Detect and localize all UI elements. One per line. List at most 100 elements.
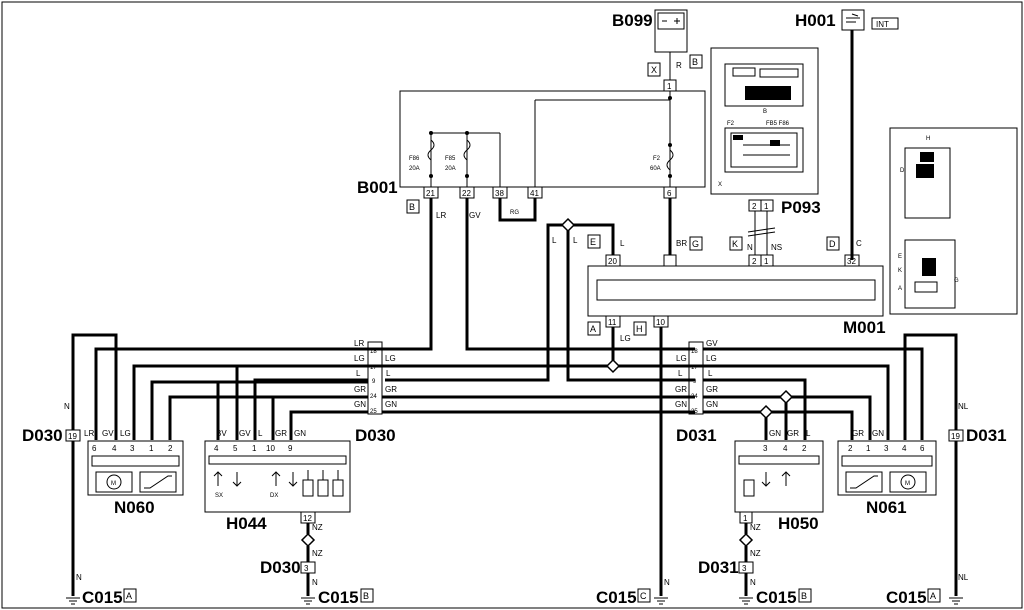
wc-lg-n060: LG (120, 429, 131, 438)
ground-icon (654, 597, 668, 605)
ref-b-left: B (363, 591, 369, 601)
d030-pin-9: 9 (372, 379, 376, 385)
wc-nz-h044b: NZ (312, 549, 323, 558)
wire-color-r: R (676, 61, 682, 70)
m001-pin-1: 1 (764, 257, 769, 266)
n061-pin-3: 3 (884, 444, 889, 453)
wc-nz-h044: NZ (312, 523, 323, 532)
ground-c015-a-right: C015 A (886, 588, 963, 607)
connector-p093: 2 1 P093 (747, 198, 821, 255)
wc-br: BR (676, 239, 687, 248)
ground-c015-b-right: C015 B (739, 588, 812, 607)
ref-a-left: A (126, 591, 132, 601)
ground-icon (66, 597, 80, 605)
wc-gr-d031r: GR (706, 385, 718, 394)
control-unit-inset: H D E K A G (889, 127, 1018, 315)
wc-n-p093: N (747, 243, 753, 252)
h044-dx: DX (270, 493, 278, 499)
d030-bottom-pin-3: 3 (304, 564, 309, 573)
wc-gn-d030l: GN (354, 400, 366, 409)
label-c015-b-left: C015 (318, 588, 359, 607)
label-m001: M001 (843, 318, 886, 337)
fuse-f85-name: F85 (445, 156, 456, 162)
ref-b-right: B (801, 591, 807, 601)
wc-lg-d030l: LG (354, 354, 365, 363)
wc-l-h050: L (806, 429, 811, 438)
h050-pin-3: 3 (763, 444, 768, 453)
wc-lg-d031r: LG (706, 354, 717, 363)
wire-l-h050 (703, 378, 807, 440)
ref-c: C (640, 591, 647, 601)
m001-pin-20: 20 (608, 257, 617, 266)
inset-f2: F2 (727, 121, 735, 127)
wc-l-3: L (573, 236, 578, 245)
wc-n-left: N (76, 573, 82, 582)
d031-pin-18: 18 (691, 349, 698, 355)
label-c015-b-right: C015 (756, 588, 797, 607)
wc-gn-d031l: GN (675, 400, 687, 409)
wc-nz-h050: NZ (750, 523, 761, 532)
wc-gv-d031r: GV (706, 339, 718, 348)
label-c015-a-right: C015 (886, 588, 927, 607)
module-m001: 20 2 1 32 11 10 M001 E G K D A H (587, 234, 886, 337)
wire-gr-n060 (168, 395, 368, 440)
wc-gn-n061: GN (872, 429, 884, 438)
h044-pin-10: 10 (266, 444, 275, 453)
splice-gr (778, 389, 794, 405)
label-d030-bottom: D030 (260, 558, 301, 577)
wc-gr-d030l: GR (354, 385, 366, 394)
potentiometer-icon (144, 475, 172, 489)
d030-pin-25: 25 (370, 409, 377, 415)
wc-l-d030l: L (356, 369, 361, 378)
h044-pin-9: 9 (288, 444, 293, 453)
p093-pin-1: 1 (764, 202, 769, 211)
fuse-f86-name: F86 (409, 156, 420, 162)
ground-icon (739, 597, 753, 605)
ref-k: K (732, 239, 738, 249)
h050-pin-1: 1 (743, 514, 748, 523)
splice-h050 (738, 532, 754, 548)
wc-bv-h044: BV (216, 429, 227, 438)
wc-n-h050: N (750, 578, 756, 587)
wc-gn-h050: GN (769, 429, 781, 438)
switch-icon (846, 13, 860, 23)
h044-pin-1: 1 (252, 444, 257, 453)
wire-color-rg: RG (510, 210, 519, 216)
wire-gr-n061 (786, 395, 872, 440)
inset-a: A (898, 286, 902, 292)
arrow-up-icon (271, 471, 281, 486)
b001-pin-41: 41 (530, 189, 539, 198)
wire-l-h044 (253, 378, 368, 440)
wc-lg-d030r: LG (385, 354, 396, 363)
switch-h050: 3 4 2 GN GR L 1 H050 (734, 429, 824, 533)
h044-pin-5: 5 (233, 444, 238, 453)
wc-n-c015c: N (664, 578, 670, 587)
label-d030-mid: D030 (355, 426, 396, 445)
d031-bottom-pin-3: 3 (742, 564, 747, 573)
wc-l-d030r: L (386, 369, 391, 378)
wc-gr-h044: GR (275, 429, 287, 438)
n061-pin-4: 4 (902, 444, 907, 453)
d031-pin-24: 24 (691, 394, 698, 400)
d030-pin-17: 17 (370, 365, 377, 371)
h050-pin-2: 2 (802, 444, 807, 453)
label-h001: H001 (795, 11, 836, 30)
wc-ns: NS (771, 243, 782, 252)
ref-d: D (829, 239, 836, 249)
wire-lr (368, 198, 433, 351)
wc-gr-n061: GR (852, 429, 864, 438)
fuse-box-b001: F86 20A F85 20A F2 60A 21 22 38 41 6 B00… (357, 90, 706, 214)
h044-pin-12: 12 (303, 514, 312, 523)
n061-pin-1: 1 (866, 444, 871, 453)
wc-lr-n060: LR (84, 429, 94, 438)
ground-c015-b-left: C015 B (301, 588, 374, 607)
m001-pin-10: 10 (656, 318, 665, 327)
svg-text:M: M (111, 481, 116, 487)
label-p093: P093 (781, 198, 821, 217)
d031-pin-17: 17 (691, 365, 698, 371)
label-d031-right: D031 (966, 426, 1007, 445)
wc-l-d031l: L (678, 369, 683, 378)
b001-pin-21: 21 (426, 189, 435, 198)
wire-gv-n060 (94, 347, 368, 440)
